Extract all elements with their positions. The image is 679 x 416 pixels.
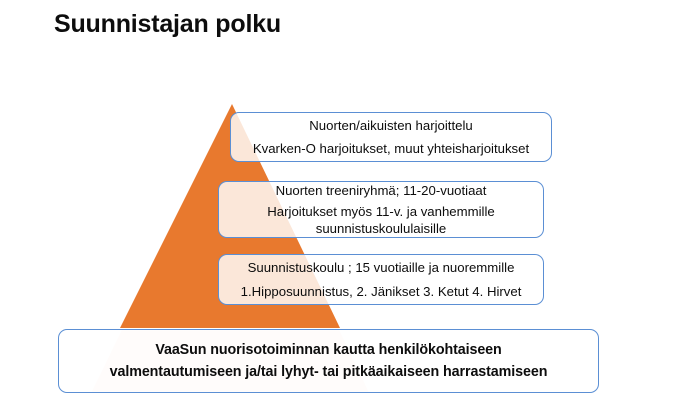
callout-level-2-line-1: Nuorten treeniryhmä; 11-20-vuotiaat: [275, 183, 487, 199]
callout-base-line-2: valmentautumiseen ja/tai lyhyt- tai pitk…: [109, 363, 548, 380]
callout-level-2-line-2: Harjoitukset myös 11-v. ja vanhemmille s…: [267, 204, 495, 236]
page-title: Suunnistajan polku: [54, 10, 281, 38]
callout-level-1-line-1: Nuorten/aikuisten harjoittelu: [309, 118, 473, 134]
callout-level-1[interactable]: Nuorten/aikuisten harjoittelu Kvarken-O …: [230, 112, 552, 162]
callout-level-1-line-2: Kvarken-O harjoitukset, muut yhteisharjo…: [252, 140, 530, 156]
callout-level-3-line-2: 1.Hipposuunnistus, 2. Jänikset 3. Ketut …: [240, 283, 522, 299]
callout-base[interactable]: VaaSun nuorisotoiminnan kautta henkilöko…: [58, 329, 599, 393]
callout-level-3-line-1: Suunnistuskoulu ; 15 vuotiaille ja nuore…: [247, 260, 515, 276]
callout-base-line-1: VaaSun nuorisotoiminnan kautta henkilöko…: [155, 341, 502, 358]
callout-level-2[interactable]: Nuorten treeniryhmä; 11-20-vuotiaat Harj…: [218, 181, 544, 238]
callout-level-3[interactable]: Suunnistuskoulu ; 15 vuotiaille ja nuore…: [218, 254, 544, 305]
